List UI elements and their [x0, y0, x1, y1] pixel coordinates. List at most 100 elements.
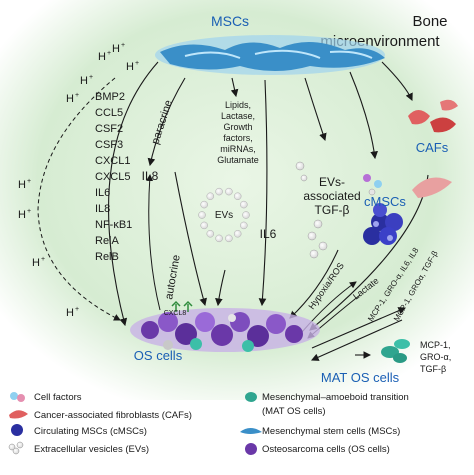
arrow-mcp-right — [311, 307, 407, 349]
svg-text:+: + — [89, 74, 93, 81]
arrow-mcp-left — [310, 319, 403, 361]
svg-text:+: + — [41, 256, 45, 263]
mat-icon — [245, 392, 257, 402]
il6-label: IL6 — [260, 227, 277, 241]
ev-vesicle — [200, 221, 208, 230]
arrow-il8-to-os — [174, 171, 207, 307]
il8-label: IL8 — [142, 169, 159, 183]
legend-label: Extracellular vesicles (EVs) — [34, 444, 149, 455]
ev-vesicle — [198, 211, 206, 219]
cmscs-icon — [11, 424, 23, 436]
svg-text:+: + — [135, 60, 139, 67]
os-cells-label: OS cells — [134, 348, 183, 363]
arrow-mscs-to-os-center — [258, 79, 268, 307]
os-icon — [245, 443, 257, 455]
center-factor-item: Lactase, — [221, 111, 255, 121]
factor-item: IL6 — [95, 187, 110, 199]
mat-os-cells — [381, 339, 410, 363]
svg-text:+: + — [107, 50, 111, 57]
arrow-mscs-to-evs-tgf — [304, 77, 327, 142]
factor-item: RelA — [95, 235, 120, 247]
svg-text:H: H — [32, 257, 40, 269]
evs-tgf-item: EVs- — [319, 175, 345, 189]
factor-item: RelB — [95, 251, 119, 263]
cmscs-cells — [363, 203, 403, 245]
legend-label: (MAT OS cells) — [262, 406, 326, 417]
factor-item: CSF2 — [95, 123, 123, 135]
cafs-cells — [408, 99, 458, 198]
os-cells-cluster — [130, 300, 320, 352]
evs-tgf-item: associated — [303, 189, 360, 203]
cmscs-vesicles — [363, 174, 382, 196]
mat-factor-item: MCP-1, — [420, 340, 451, 350]
factor-item: BMP2 — [95, 91, 125, 103]
mscs-label: MSCs — [211, 13, 249, 29]
mscs-cluster — [155, 35, 385, 75]
svg-text:H: H — [18, 209, 26, 221]
arrow-mscs-to-cmscs — [349, 71, 378, 160]
cafs-label: CAFs — [416, 140, 449, 155]
mat-factor-item: TGF-β — [420, 364, 446, 374]
legend-label: Cancer-associated fibroblasts (CAFs) — [34, 410, 192, 421]
cmscs-label: cMSCs — [364, 194, 406, 209]
factor-item: CXCL1 — [95, 155, 130, 167]
ev-vesicle — [225, 234, 233, 243]
mscs-icon — [240, 428, 262, 434]
legend-label: Cell factors — [34, 392, 82, 403]
evs-icon — [8, 441, 24, 455]
factor-item: CXCL5 — [95, 171, 130, 183]
center-factor-item: Lipids, — [225, 100, 251, 110]
svg-text:+: + — [75, 92, 79, 99]
center-factor-item: miRNAs, — [220, 144, 256, 154]
svg-text:+: + — [27, 178, 31, 185]
legend-label: Circulating MSCs (cMSCs) — [34, 426, 147, 437]
cxcl8-label: CXCL8 — [164, 310, 187, 317]
evs-tgf-vesicles — [295, 161, 328, 259]
legend-label: Osteosarcoma cells (OS cells) — [262, 444, 390, 455]
ev-vesicle — [215, 187, 223, 196]
evs-cluster — [198, 187, 250, 243]
proton-dashed-arrow — [37, 77, 121, 321]
center-factor-item: Growth — [223, 122, 252, 132]
evs-tgf-item: TGF-β — [315, 203, 350, 217]
evs-label: EVs — [215, 210, 233, 221]
factor-list: BMP2CCL5CSF2CSF3CXCL1CXCL5IL6IL8NF-κB1Re… — [95, 91, 132, 263]
center-factor-list: Lipids,Lactase,Growthfactors,miRNAs,Glut… — [217, 100, 259, 165]
factor-item: IL8 — [95, 203, 110, 215]
factor-item: CSF3 — [95, 139, 123, 151]
ev-vesicle — [233, 230, 242, 238]
svg-text:H: H — [112, 43, 120, 55]
ev-vesicle — [206, 192, 215, 200]
center-factor-item: Glutamate — [217, 155, 259, 165]
svg-text:H: H — [80, 75, 88, 87]
ev-vesicle — [240, 200, 248, 209]
factor-item: NF-κB1 — [95, 219, 132, 231]
arrow-mscs-to-center — [230, 77, 239, 98]
arrow-tgf-to-os — [289, 249, 339, 319]
svg-text:H: H — [18, 179, 26, 191]
ev-vesicle — [240, 221, 248, 230]
center-factor-item: factors, — [223, 133, 253, 143]
legend-label: Mesenchymal stem cells (MSCs) — [262, 426, 400, 437]
legend-label: Mesenchymal–amoeboid transition — [262, 392, 409, 403]
mat-factor-list: MCP-1,GRO-α,TGF-β — [420, 340, 451, 374]
ev-vesicle — [233, 192, 242, 200]
svg-text:H: H — [66, 93, 74, 105]
ev-vesicle — [206, 230, 215, 238]
arrow-autocrine — [146, 174, 161, 311]
svg-text:+: + — [27, 208, 31, 215]
svg-text:+: + — [121, 42, 125, 49]
arrow-mscs-to-cafs — [381, 61, 413, 101]
svg-text:H: H — [126, 61, 134, 73]
ev-vesicle — [200, 200, 208, 209]
title-line1: Bone — [412, 13, 447, 30]
legend — [8, 392, 262, 455]
ev-vesicle — [225, 187, 233, 196]
svg-text:H: H — [66, 307, 74, 319]
svg-text:+: + — [75, 306, 79, 313]
arrow-evs-to-os — [215, 269, 226, 307]
